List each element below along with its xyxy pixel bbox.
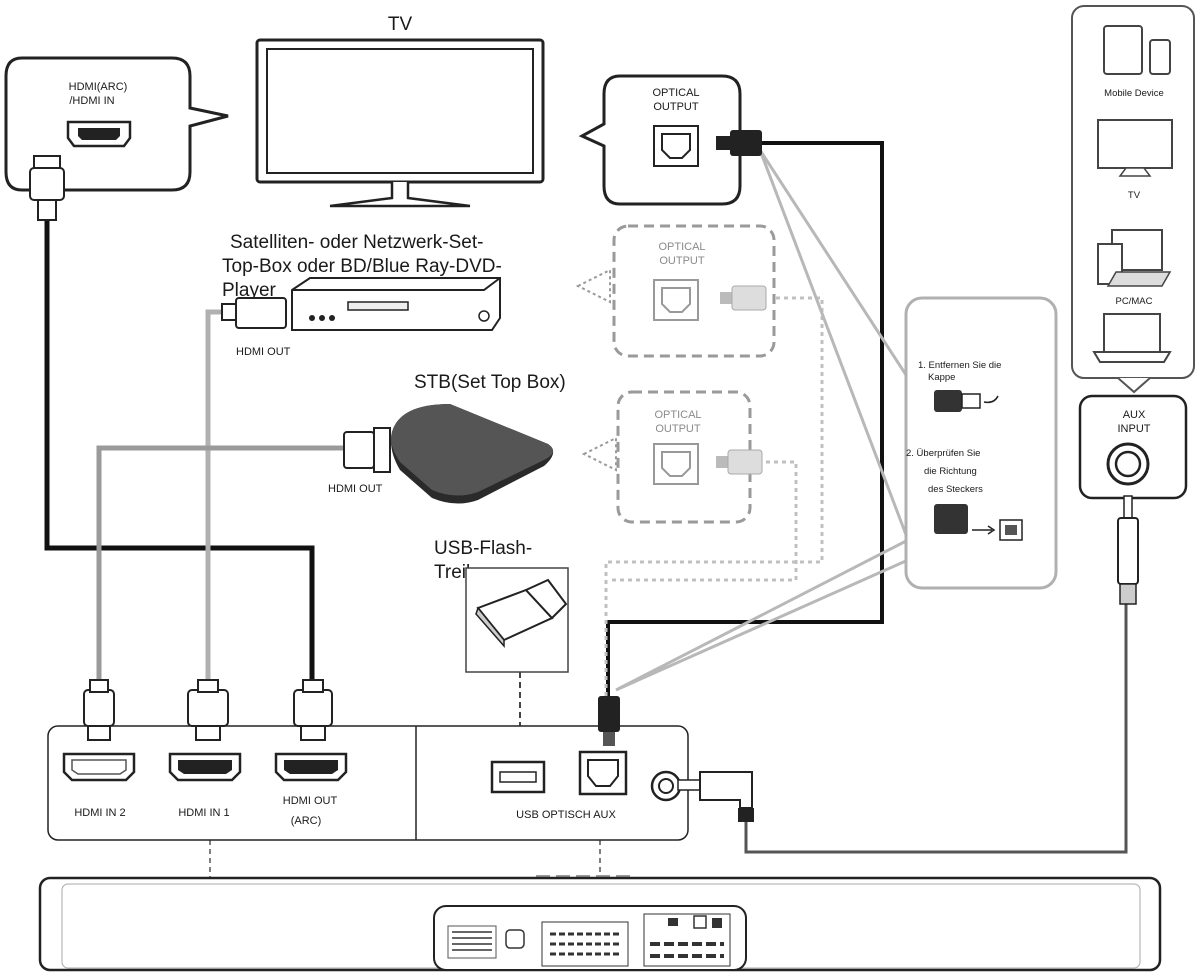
hdmi-in2-plug-icon bbox=[83, 679, 115, 741]
pc-mac-label: PC/MAC bbox=[1116, 296, 1153, 307]
mobile-device-label: Mobile Device bbox=[1104, 88, 1164, 99]
hdmi-out-label-2: (ARC) bbox=[291, 815, 322, 827]
optical-output-label-1: OPTICAL bbox=[652, 87, 699, 99]
device-tv-label: TV bbox=[1128, 190, 1141, 201]
hdmi-out-plug-icon bbox=[293, 679, 333, 741]
aux-input-label-1: AUX bbox=[1123, 409, 1146, 421]
hdmi-arc-label-2: /HDMI IN bbox=[69, 95, 114, 107]
soundbar-icon bbox=[38, 875, 1162, 972]
settop-title-3: Player bbox=[222, 280, 277, 301]
aux-input-label-2: INPUT bbox=[1118, 423, 1151, 435]
hdmi-in2-cable bbox=[96, 445, 345, 680]
devices-pointer bbox=[1117, 377, 1151, 394]
device-tv-icon bbox=[1097, 119, 1173, 177]
optical-output-label-2: OUTPUT bbox=[653, 101, 699, 113]
settop-title-2: Top-Box oder BD/Blue Ray-DVD- bbox=[222, 256, 502, 277]
settop-hdmi-out-label: HDMI OUT bbox=[236, 346, 291, 358]
instruction-step1-line2: Kappe bbox=[928, 372, 955, 383]
instruction-box bbox=[904, 296, 1058, 590]
hdmi-in2-port-icon bbox=[62, 752, 136, 782]
settop-dotted-pointer bbox=[575, 268, 611, 304]
optical-in-plug-icon bbox=[598, 696, 620, 746]
aux-cable bbox=[744, 602, 1128, 854]
instruction-pointer-lines bbox=[615, 149, 910, 692]
aux-in-port-icon bbox=[650, 770, 682, 802]
bluray-player-icon bbox=[291, 277, 501, 331]
hdmi-out-label-1: HDMI OUT bbox=[283, 795, 338, 807]
settop-optical-label-2: OUTPUT bbox=[659, 255, 705, 267]
aux-jack-icon bbox=[1106, 442, 1150, 486]
usb-title-1: USB-Flash- bbox=[434, 538, 532, 559]
remove-cap-icon bbox=[934, 390, 999, 412]
optical-port-icon bbox=[653, 125, 699, 167]
stb-icon bbox=[391, 404, 554, 504]
hdmi-arc-cable bbox=[44, 220, 315, 680]
hdmi-out-port-icon bbox=[274, 752, 348, 782]
pc-mac-icon bbox=[1097, 229, 1172, 287]
hdmi-in1-cable bbox=[205, 309, 228, 680]
settop-title-1: Satelliten- oder Netzwerk-Set- bbox=[230, 232, 483, 253]
hdmi-in2-label: HDMI IN 2 bbox=[74, 807, 125, 819]
settop-hdmi-plug-icon bbox=[221, 297, 287, 329]
stb-title: STB(Set Top Box) bbox=[414, 372, 566, 393]
hdmi-in1-plug-icon bbox=[187, 679, 229, 741]
laptop-icon bbox=[1092, 313, 1172, 363]
aux-plug-icon bbox=[1117, 495, 1139, 605]
mobile-device-icon bbox=[1103, 25, 1171, 75]
stb-dotted-pointer bbox=[581, 436, 617, 472]
optical-cable-tv bbox=[606, 141, 884, 698]
optical-in-port-icon bbox=[578, 750, 628, 796]
instruction-step2-line2: die Richtung bbox=[924, 466, 977, 477]
hdmi-plug-icon bbox=[29, 155, 65, 221]
instruction-step2-line3: des Steckers bbox=[928, 484, 983, 495]
usb-optisch-aux-label: USB OPTISCH AUX bbox=[516, 809, 616, 821]
stb-optical-label-2: OUTPUT bbox=[655, 423, 701, 435]
usb-port-icon bbox=[490, 760, 546, 794]
tv-title: TV bbox=[388, 14, 413, 35]
aux-in-plug-icon bbox=[677, 771, 754, 822]
usb-stick-icon bbox=[475, 578, 568, 648]
instruction-step2-line1: 2. Überprüfen Sie bbox=[906, 448, 980, 459]
hdmi-in1-label: HDMI IN 1 bbox=[178, 807, 229, 819]
hdmi-port-icon bbox=[66, 120, 132, 148]
instruction-step1-line1: 1. Entfernen Sie die bbox=[918, 360, 1001, 371]
tv-icon bbox=[255, 38, 545, 208]
hdmi-arc-label-1: HDMI(ARC) bbox=[69, 81, 128, 93]
settop-optical-port-icon bbox=[653, 279, 767, 321]
stb-hdmi-plug-icon bbox=[343, 427, 391, 473]
stb-optical-port-icon bbox=[653, 443, 763, 485]
settop-optical-label-1: OPTICAL bbox=[658, 241, 705, 253]
stb-hdmi-out-label: HDMI OUT bbox=[328, 483, 383, 495]
optical-cable-stb-dotted bbox=[612, 460, 798, 582]
plug-direction-icon bbox=[934, 504, 1023, 541]
hdmi-in1-port-icon bbox=[168, 752, 242, 782]
optical-plug-icon bbox=[716, 130, 762, 156]
stb-optical-label-1: OPTICAL bbox=[654, 409, 701, 421]
optical-cable-settop-dotted bbox=[604, 296, 824, 698]
